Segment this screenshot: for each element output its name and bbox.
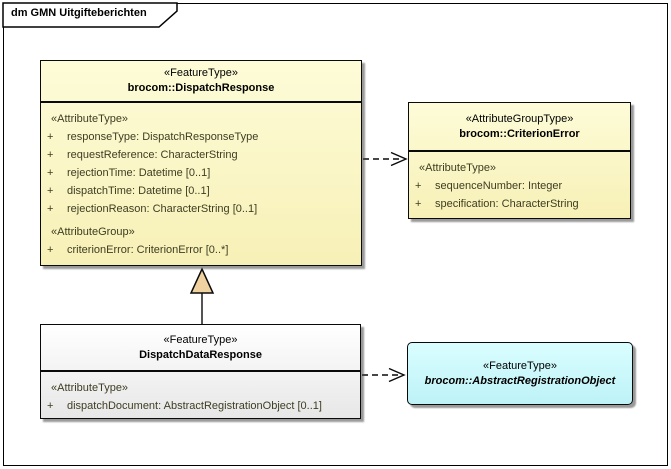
class-name: brocom::DispatchResponse [127,82,275,94]
attribute-row: + requestReference: CharacterString [41,146,361,164]
attributes-compartment: «AttributeType» + responseType: Dispatch… [41,103,361,265]
attr-visibility: + [47,149,54,161]
frame-title-tab [2,2,178,28]
attr-visibility: + [415,198,422,210]
attribute-row: + responseType: DispatchResponseType [41,128,361,146]
class-header: «FeatureType» DispatchDataResponse [41,325,360,372]
dependency-connector-criterion-error[interactable] [363,151,408,167]
attribute-row: + rejectionTime: Datetime [0..1] [41,164,361,182]
class-name: brocom::CriterionError [459,127,580,140]
attr-visibility: + [47,167,54,179]
attribute-row: + dispatchDocument: AbstractRegistration… [41,397,360,415]
diagram-title: dm GMN Uitgifteberichten [11,7,147,19]
attr-visibility: + [47,244,54,256]
class-criterion-error[interactable]: «AttributeGroupType» brocom::CriterionEr… [408,102,631,219]
class-dispatch-data-response[interactable]: «FeatureType» DispatchDataResponse «Attr… [40,324,361,419]
class-stereotype: «FeatureType» [483,359,557,372]
attr-text: dispatchDocument: AbstractRegistrationOb… [67,400,322,412]
attributes-compartment: «AttributeType» + sequenceNumber: Intege… [409,152,630,218]
attr-text: specification: CharacterString [435,198,579,210]
attr-text: responseType: DispatchResponseType [67,131,259,143]
class-header: «AttributeGroupType» brocom::CriterionEr… [409,103,630,152]
attr-visibility: + [415,180,422,192]
attr-text: rejectionTime: Datetime [0..1] [67,167,211,179]
class-stereotype: «FeatureType» [164,67,238,79]
dependency-arrowhead-icon [390,151,408,167]
attr-visibility: + [47,203,54,215]
class-dispatch-response[interactable]: «FeatureType» brocom::DispatchResponse «… [40,60,362,266]
class-stereotype: «FeatureType» [163,333,238,346]
attr-section-caption: «AttributeType» [51,382,129,394]
generalization-triangle-icon [189,267,215,294]
attributes-compartment: «AttributeType» + dispatchDocument: Abst… [41,372,360,418]
attribute-row: + sequenceNumber: Integer [409,177,630,195]
attribute-row: + criterionError: CriterionError [0..*] [41,241,361,259]
dependency-connector-abstract-registration-object[interactable] [362,367,406,383]
attr-text: sequenceNumber: Integer [435,180,563,192]
attribute-row: + rejectionReason: CharacterString [0..1… [41,200,361,218]
class-abstract-registration-object[interactable]: «FeatureType» brocom::AbstractRegistrati… [407,342,633,405]
attr-section-caption: «AttributeType» [419,162,497,174]
attr-text: requestReference: CharacterString [67,149,238,161]
dependency-arrowhead-icon [388,367,406,383]
class-header: «FeatureType» brocom::DispatchResponse [41,61,361,103]
attr-text: rejectionReason: CharacterString [0..1] [67,203,258,215]
class-header: «FeatureType» brocom::AbstractRegistrati… [408,343,632,404]
attr-text: dispatchTime: Datetime [0..1] [67,185,210,197]
class-stereotype: «AttributeGroupType» [465,112,574,125]
class-name: brocom::AbstractRegistrationObject [424,374,616,387]
attr-section-caption: «AttributeType» [51,113,129,125]
class-name: DispatchDataResponse [139,348,262,361]
generalization-connector[interactable] [189,267,215,324]
attr-visibility: + [47,131,54,143]
attr-visibility: + [47,185,54,197]
attribute-row: + specification: CharacterString [409,195,630,213]
attr-group-caption: «AttributeGroup» [51,226,135,238]
attr-visibility: + [47,400,54,412]
attr-text: criterionError: CriterionError [0..*] [67,244,229,256]
attribute-row: + dispatchTime: Datetime [0..1] [41,182,361,200]
